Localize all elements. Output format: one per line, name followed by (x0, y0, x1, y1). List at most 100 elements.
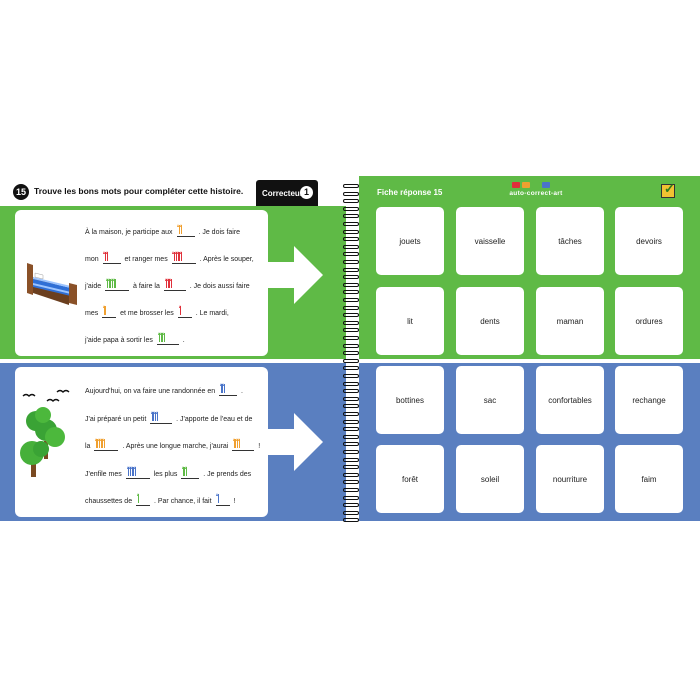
answer-page: Fiche réponse 15 auto-correct-art jouets… (359, 176, 700, 525)
answer-tile[interactable]: bottines (376, 366, 444, 434)
blank-with-tick-code[interactable] (163, 278, 186, 291)
blank-with-tick-code[interactable] (102, 305, 117, 318)
answer-tile[interactable]: devoirs (615, 207, 683, 275)
story-line: À la maison, je participe aux . Je dois … (85, 224, 240, 237)
spiral-coil (343, 450, 359, 454)
spiral-coil (343, 290, 359, 295)
blank-with-tick-code[interactable] (181, 465, 200, 479)
story-text: et ranger mes (122, 256, 170, 263)
answer-tile[interactable]: lit (376, 287, 444, 355)
answer-tile[interactable]: sac (456, 366, 524, 434)
tick-code-icon (176, 224, 183, 235)
spiral-coil (343, 260, 359, 264)
brand-block (532, 182, 540, 188)
blank-with-tick-code[interactable] (232, 438, 255, 451)
brand-block (522, 182, 530, 188)
spiral-coil (343, 419, 359, 424)
spiral-coil (343, 442, 359, 447)
answer-tile[interactable]: maman (536, 287, 604, 355)
spiral-coil (343, 412, 359, 416)
story-card-2: Aujourd'hui, on va faire une randonnée e… (15, 367, 268, 517)
spiral-coil (343, 366, 359, 371)
tick-code-icon (126, 465, 137, 477)
bed-illustration (27, 263, 77, 305)
spiral-binding (343, 176, 361, 525)
blank-with-tick-code[interactable] (219, 383, 238, 396)
blank-with-tick-code[interactable] (150, 410, 173, 424)
answer-tile[interactable]: ordures (615, 287, 683, 355)
answer-tile[interactable]: confortables (536, 366, 604, 434)
spiral-coil (343, 503, 359, 508)
spiral-coil (343, 495, 359, 500)
tick-code-icon (136, 493, 140, 504)
story-text: . Après le souper, (197, 256, 254, 263)
tick-code-icon (181, 465, 188, 477)
story-text: J'ai préparé un petit (85, 415, 149, 423)
story-line: mon et ranger mes . Après le souper, (85, 251, 254, 264)
brand-logo: auto-correct-art (496, 180, 576, 202)
blank-with-tick-code[interactable] (105, 278, 130, 291)
spiral-coil (343, 267, 359, 272)
spiral-coil (343, 389, 359, 394)
answer-tile[interactable]: dents (456, 287, 524, 355)
blank-with-tick-code[interactable] (136, 493, 151, 506)
spiral-coil (343, 282, 359, 287)
tick-code-icon (178, 305, 182, 316)
spiral-coil (343, 518, 359, 523)
story-text: . (180, 337, 185, 344)
blank-with-tick-code[interactable] (125, 465, 150, 479)
story-text: chaussettes de (85, 498, 135, 505)
blank-with-tick-code[interactable] (176, 224, 195, 237)
blank-with-tick-code[interactable] (215, 493, 230, 506)
spiral-coil (343, 191, 359, 196)
story-text: . Le mardi, (193, 310, 229, 317)
answer-tile[interactable]: vaisselle (456, 207, 524, 275)
story-line: J'ai préparé un petit . J'apporte de l'e… (85, 410, 252, 424)
tick-code-icon (164, 278, 172, 289)
story-line: J'enfile mes les plus . Je prends des (85, 465, 252, 479)
story-text: . Après une longue marche, j'aurai (120, 443, 231, 450)
tick-code-icon (150, 410, 159, 422)
story-text: . (239, 388, 243, 395)
blank-with-tick-code[interactable] (156, 332, 179, 345)
story-text: ! (256, 443, 261, 450)
story-text: À la maison, je participe aux (85, 229, 175, 236)
story-text: les plus (151, 470, 180, 478)
tick-code-icon (232, 438, 241, 449)
tick-code-icon (157, 332, 165, 343)
answer-section-green: Fiche réponse 15 auto-correct-art jouets… (359, 176, 700, 359)
arrow-right-icon (268, 413, 323, 471)
spiral-coil (343, 404, 359, 409)
spiral-coil (343, 358, 359, 363)
correcteur-tab[interactable]: Correcteur 1 (256, 180, 318, 206)
answer-tile[interactable]: nourriture (536, 445, 604, 513)
story-text: . Je prends des (201, 470, 252, 478)
blank-with-tick-code[interactable] (102, 251, 121, 264)
spiral-coil (343, 222, 359, 226)
blank-with-tick-code[interactable] (171, 251, 196, 264)
answer-tile[interactable]: soleil (456, 445, 524, 513)
spiral-coil (343, 343, 359, 348)
correcteur-knob-icon: 1 (300, 186, 313, 199)
story-text: la (85, 443, 93, 450)
spiral-coil (343, 472, 359, 477)
answer-tile[interactable]: rechange (615, 366, 683, 434)
story-line: la . Après une longue marche, j'aurai ! (85, 438, 261, 451)
story-text: mes (85, 310, 101, 317)
blank-with-tick-code[interactable] (94, 438, 119, 451)
spiral-coil (343, 434, 359, 439)
answer-tile[interactable]: faim (615, 445, 683, 513)
answer-tile[interactable]: tâches (536, 207, 604, 275)
answer-sheet-title: Fiche réponse 15 (377, 188, 443, 197)
spiral-coil (343, 275, 359, 280)
blank-with-tick-code[interactable] (177, 305, 192, 318)
spiral-coil (343, 214, 359, 219)
exercise-header: 15 Trouve les bons mots pour compléter c… (0, 176, 346, 206)
story-line: j'aide papa à sortir les . (85, 332, 185, 345)
story-line: Aujourd'hui, on va faire une randonnée e… (85, 383, 243, 396)
tick-code-icon (215, 493, 219, 504)
answer-tile[interactable]: jouets (376, 207, 444, 275)
answer-tile[interactable]: forêt (376, 445, 444, 513)
spiral-coil (343, 374, 359, 378)
